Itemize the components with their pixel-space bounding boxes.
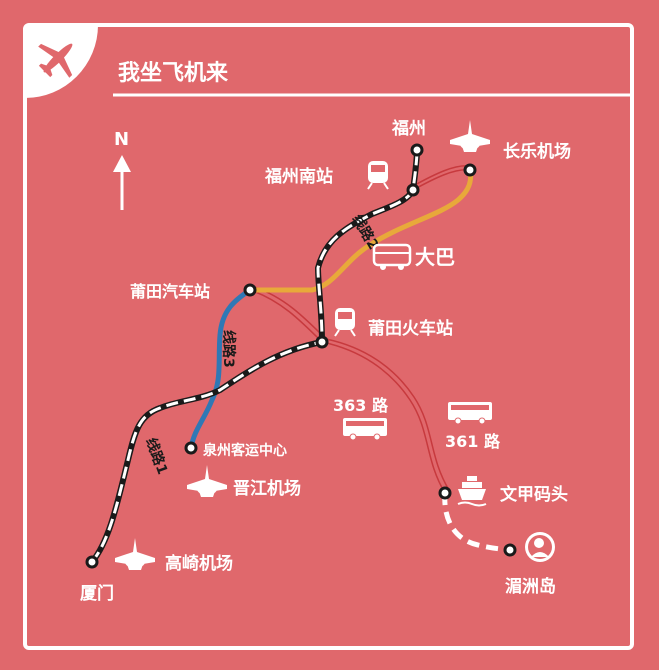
node-wenjia[interactable] — [438, 486, 452, 500]
label-jinjiang-airport: 晋江机场 — [233, 478, 301, 499]
node-putian-train[interactable] — [315, 335, 329, 349]
label-quanzhou-bus: 泉州客运中心 — [203, 442, 287, 459]
node-putian-bus[interactable] — [243, 283, 257, 297]
line-3-label: 线路3 — [220, 330, 237, 368]
mazu-icon — [525, 532, 555, 562]
label-changle-airport: 长乐机场 — [503, 141, 571, 162]
label-coach: 大巴 — [415, 245, 455, 269]
line-2-label: 线路2 — [349, 212, 383, 253]
node-fuzhou[interactable] — [410, 143, 424, 157]
node-quanzhou[interactable] — [184, 441, 198, 455]
route-line-2 — [250, 169, 474, 293]
bus-icon — [447, 401, 493, 425]
node-meizhou[interactable] — [503, 543, 517, 557]
route-line-1 — [89, 149, 420, 564]
label-xiamen: 厦门 — [80, 583, 114, 604]
train-icon — [367, 160, 389, 190]
node-fuzhou-south[interactable] — [406, 183, 420, 197]
map-frame — [23, 23, 634, 650]
label-wenjia-pier: 文甲码头 — [500, 484, 568, 505]
train-icon — [334, 307, 356, 337]
page-title: 我坐飞机来 — [118, 61, 229, 86]
label-bus-363: 363 路 — [333, 396, 389, 415]
ship-icon — [457, 476, 487, 507]
route-line-3 — [188, 287, 252, 449]
north-arrow-icon — [113, 155, 131, 210]
airplane-icon — [187, 465, 227, 497]
label-fuzhou: 福州 — [391, 118, 426, 139]
airplane-icon — [450, 120, 490, 152]
label-putian-bus: 莆田汽车站 — [130, 282, 210, 301]
bus-icon — [372, 243, 412, 270]
bus-icon — [342, 417, 388, 441]
label-fuzhou-south: 福州南站 — [264, 166, 333, 187]
label-meizhou-island: 湄洲岛 — [505, 576, 556, 597]
airplane-title-icon — [38, 43, 73, 78]
line-1-label: 线路1 — [142, 436, 171, 477]
label-putian-train: 莆田火车站 — [368, 318, 453, 339]
station-nodes — [85, 143, 517, 569]
ferry-route — [442, 492, 511, 553]
airplane-icon — [115, 538, 155, 570]
node-xiamen[interactable] — [85, 555, 99, 569]
label-gaoqi-airport: 高崎机场 — [165, 553, 233, 574]
label-bus-361: 361 路 — [445, 432, 501, 451]
north-label: N — [114, 129, 129, 150]
node-changle[interactable] — [463, 163, 477, 177]
